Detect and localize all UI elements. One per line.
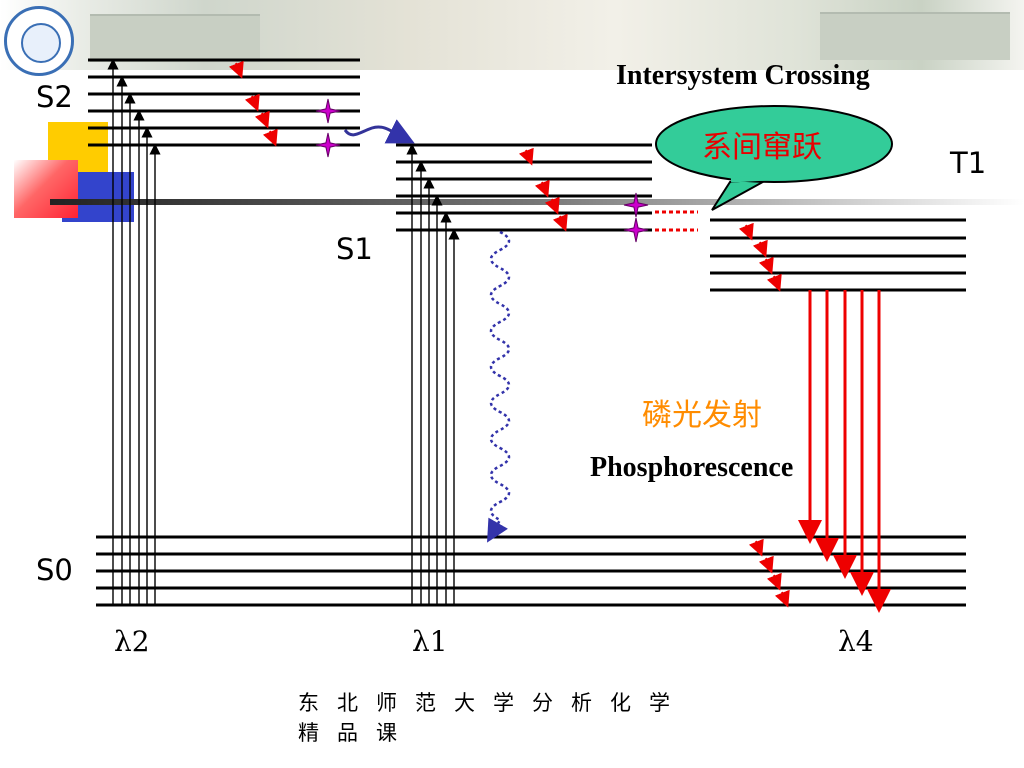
s0-relax-arrow-0 [748, 538, 764, 557]
building-photo-right [820, 12, 1010, 60]
s2-relax-arrow-3 [262, 128, 278, 147]
isc-curved-arrow [343, 119, 415, 144]
s1-label: S1 [336, 232, 373, 266]
s2-relax-arrow-2 [254, 110, 270, 129]
intersystem-crossing-title: Intersystem Crossing [616, 60, 870, 91]
vibrational-relaxation-arrows [228, 60, 790, 608]
header-banner [0, 0, 1024, 70]
divider-rule [50, 199, 1024, 205]
s0-relax-arrow-2 [766, 572, 782, 591]
s1-relax-arrow-3 [552, 213, 568, 232]
footer-course-name: 东北师范大学分析化学 精品课 [298, 688, 688, 748]
s2-crossing-star-upper [315, 98, 341, 124]
t1-relax-arrow-2 [758, 256, 774, 275]
s1-relax-arrow-2 [544, 196, 560, 215]
s1-crossing-star-lower [623, 217, 649, 243]
s2-crossing-star-lower [315, 132, 341, 158]
t1-relax-arrow-3 [766, 273, 782, 292]
phosphorescence-arrows [798, 290, 891, 613]
s2-relax-arrow-0 [228, 60, 244, 79]
phosphorescence-cn-label: 磷光发射 [642, 398, 762, 433]
footer-line-2: 精品课 [298, 721, 415, 745]
speech-bubble [655, 105, 893, 211]
s1-relax-arrow-1 [534, 179, 550, 198]
s2-label: S2 [36, 80, 73, 114]
internal-conversion-wave [487, 230, 511, 543]
footer-line-1: 东北师范大学分析化学 [298, 691, 688, 715]
s1-relax-arrow-0 [518, 147, 534, 166]
s0-relax-arrow-1 [758, 555, 774, 574]
t1-relax-arrow-1 [752, 239, 768, 258]
s1-crossing-star-upper [623, 192, 649, 218]
excitation-arrows [107, 58, 460, 605]
t1-relax-arrow-0 [738, 222, 754, 241]
lambda4-label: λ4 [838, 625, 874, 658]
t1-label: T1 [950, 146, 987, 180]
s0-relax-arrow-3 [774, 589, 790, 608]
lambda2-label: λ2 [114, 625, 150, 658]
bubble-text: 系间窜跃 [702, 130, 822, 165]
red-square [14, 160, 78, 218]
s2-relax-arrow-1 [244, 93, 260, 112]
university-logo [4, 6, 74, 76]
lambda1-label: λ1 [412, 625, 448, 658]
s0-label: S0 [36, 553, 73, 587]
phosphorescence-label: Phosphorescence [590, 452, 794, 483]
building-photo-left [90, 14, 260, 62]
crossing-markers [315, 98, 649, 243]
